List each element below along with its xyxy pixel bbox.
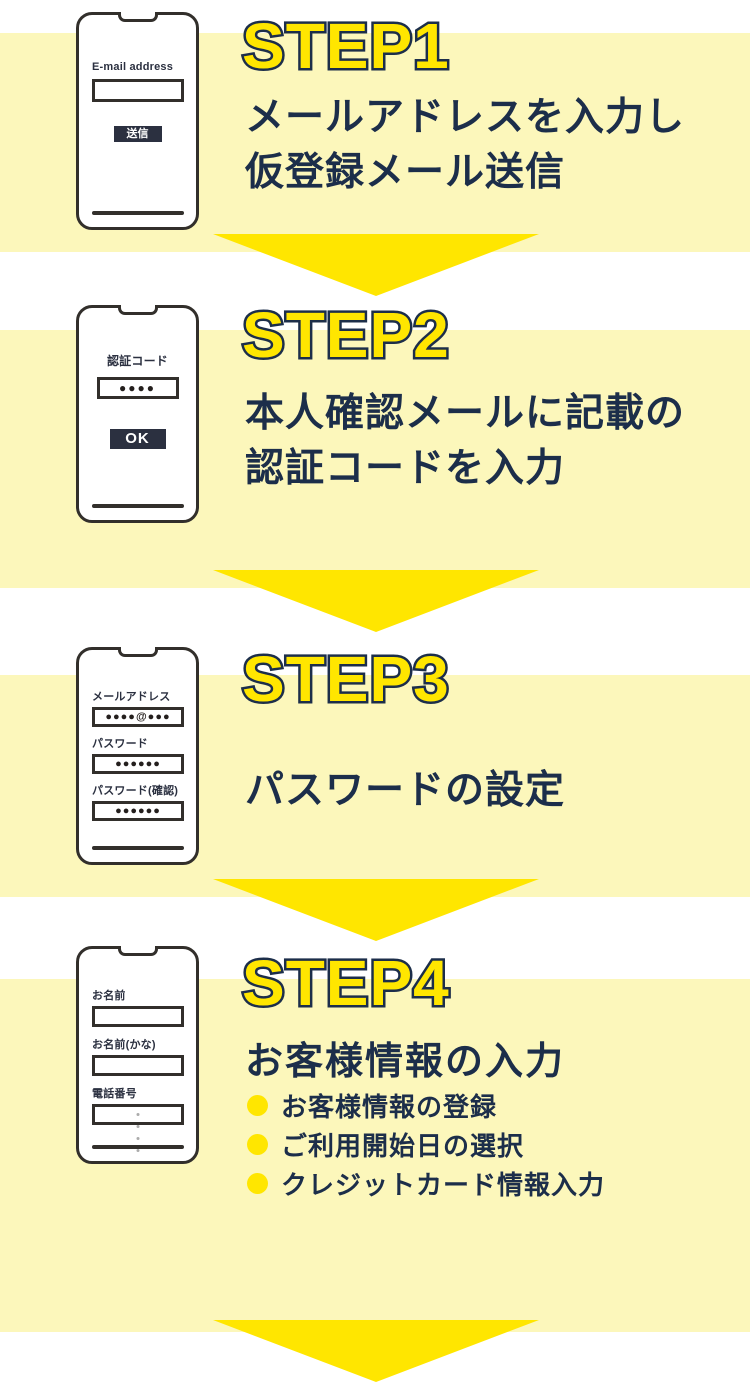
phone-illustration-step4: お名前 お名前(かな) 電話番号 [76, 946, 199, 1164]
password-confirm-input: ●●●●●● [92, 801, 184, 821]
phone-illustration-step2: 認証コード ●●●● OK [76, 305, 199, 523]
step1-heading: STEP1 [240, 10, 452, 82]
home-indicator [91, 1145, 184, 1149]
home-indicator [91, 846, 184, 850]
password-field-label: パスワード [92, 738, 148, 750]
phone-notch [117, 305, 158, 315]
email-field-label: メールアドレス [92, 691, 171, 703]
bullet-item: お客様情報の登録 [247, 1092, 605, 1122]
phone-notch [117, 12, 158, 22]
phone-number-field-group: 電話番号 [92, 1085, 196, 1125]
bullet-label: クレジットカード情報入力 [281, 1170, 606, 1200]
step2-heading: STEP2 [240, 299, 452, 371]
step2-description-line1: 本人確認メールに記載の [245, 392, 686, 435]
bullet-dot-icon [247, 1173, 268, 1194]
step4-bullet-list: お客様情報の登録 ご利用開始日の選択 クレジットカード情報入力 [247, 1092, 605, 1209]
step4-heading: STEP4 [240, 947, 452, 1019]
email-field-group: メールアドレス ●●●●@●●● [92, 688, 196, 727]
step4-title: お客様情報の入力 [245, 1041, 566, 1083]
name-field-group: お名前 [92, 987, 196, 1027]
bullet-dot-icon [247, 1095, 268, 1116]
ok-button: OK [109, 429, 166, 449]
auth-code-input: ●●●● [96, 377, 179, 399]
phone-number-field-label: 電話番号 [92, 1088, 137, 1100]
bullet-item: クレジットカード情報入力 [247, 1170, 605, 1200]
bullet-label: お客様情報の登録 [281, 1092, 498, 1122]
phone-notch [117, 946, 158, 956]
phone-notch [117, 647, 158, 657]
name-field-label: お名前 [92, 990, 126, 1002]
home-indicator [91, 211, 184, 215]
step3-description: パスワードの設定 [245, 763, 565, 818]
down-arrow-icon [213, 570, 539, 632]
step1-description: メールアドレスを入力し 仮登録メール送信 [245, 90, 685, 200]
phone-illustration-step3: メールアドレス ●●●●@●●● パスワード ●●●●●● パスワード(確認) … [76, 647, 199, 865]
step3-description-line1: パスワードの設定 [245, 769, 566, 812]
name-kana-field-group: お名前(かな) [92, 1036, 196, 1076]
step3-heading: STEP3 [240, 643, 452, 715]
password-confirm-field-group: パスワード(確認) ●●●●●● [92, 782, 196, 821]
email-input [92, 79, 184, 102]
name-input [92, 1006, 184, 1027]
send-button: 送信 [113, 126, 162, 142]
down-arrow-icon [213, 234, 539, 296]
auth-code-label: 認証コード [106, 354, 168, 368]
step2-description-line2: 認証コードを入力 [245, 447, 566, 490]
step1-description-line2: 仮登録メール送信 [245, 151, 566, 194]
ellipsis-dots [136, 1113, 139, 1161]
step1-description-line1: メールアドレスを入力し [245, 96, 686, 139]
down-arrow-icon [213, 879, 539, 941]
down-arrow-icon [213, 1320, 539, 1382]
email-field-label: E-mail address [92, 61, 174, 73]
password-confirm-field-label: パスワード(確認) [92, 785, 179, 797]
password-input: ●●●●●● [92, 754, 184, 774]
name-kana-input [92, 1055, 184, 1076]
bullet-item: ご利用開始日の選択 [247, 1131, 605, 1161]
bullet-label: ご利用開始日の選択 [281, 1131, 525, 1161]
email-input: ●●●●@●●● [92, 707, 184, 727]
home-indicator [91, 504, 184, 508]
bullet-dot-icon [247, 1134, 268, 1155]
password-field-group: パスワード ●●●●●● [92, 735, 196, 774]
phone-illustration-step1: E-mail address 送信 [76, 12, 199, 230]
step2-description: 本人確認メールに記載の 認証コードを入力 [245, 386, 685, 496]
name-kana-field-label: お名前(かな) [92, 1039, 156, 1051]
